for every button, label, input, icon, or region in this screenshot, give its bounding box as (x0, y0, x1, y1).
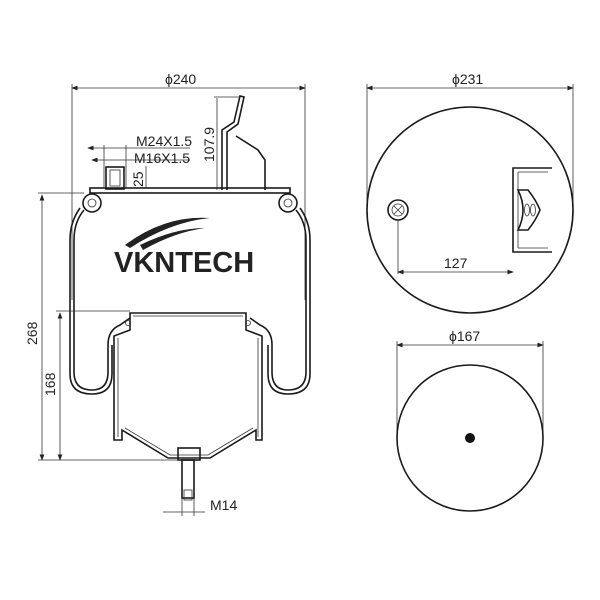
thread-m16-label: M16X1.5 (134, 150, 190, 166)
stud-thread-label: M14 (210, 497, 237, 513)
bracket (221, 95, 245, 190)
top-view: ϕ231 127 (366, 71, 574, 314)
bracket-height-label: 107.9 (201, 127, 217, 162)
overall-height-label: 268 (24, 321, 40, 345)
top-diameter-label: ϕ231 (452, 71, 483, 87)
nut-height-label: 25 (130, 171, 146, 187)
piston-height-label: 168 (42, 372, 58, 396)
top-plate-outline (366, 106, 574, 314)
vkntech-logo: VKNTECH (114, 217, 254, 279)
piston (113, 312, 263, 459)
stud (181, 459, 195, 499)
side-view: ϕ240 M14 268 168 (24, 71, 311, 516)
offset-label: 127 (444, 255, 468, 271)
svg-text:VKNTECH: VKNTECH (114, 247, 254, 279)
bellows-right (249, 209, 307, 391)
top-plate (89, 187, 291, 194)
bottom-diameter-label: ϕ167 (449, 328, 480, 344)
piston-base-outline (396, 364, 544, 512)
stud-center (465, 433, 475, 443)
diameter-240-label: ϕ240 (165, 71, 196, 87)
bellows-left (73, 209, 131, 391)
top-bracket (512, 167, 552, 253)
air-fitting-nut (105, 166, 125, 190)
bottom-view: ϕ167 (396, 328, 544, 512)
thread-m24-label: M24X1.5 (136, 133, 192, 149)
